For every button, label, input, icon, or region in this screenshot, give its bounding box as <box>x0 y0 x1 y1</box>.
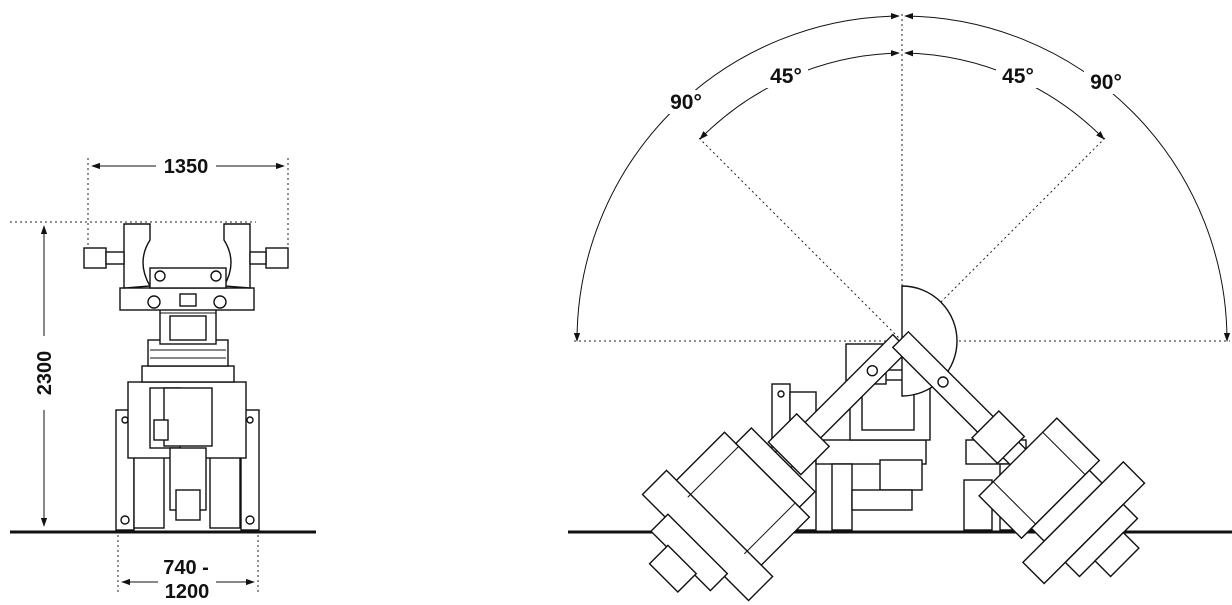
dim-label-width: 1350 <box>164 156 209 178</box>
dim-label-base-2: 1200 <box>165 581 210 603</box>
arc-90-right <box>904 12 1231 342</box>
dim-label-base-1: 740 - <box>163 557 209 579</box>
front-view: 1350 2300 740 - 1200 <box>10 156 316 603</box>
angle-label-right-90: 90° <box>1090 71 1122 94</box>
arc-90-left <box>573 12 900 342</box>
dim-label-height: 2300 <box>34 351 56 396</box>
side-view: 90° 45° 45° 90° <box>568 12 1232 602</box>
angle-label-right-45: 45° <box>1002 65 1034 88</box>
angle-label-left-45: 45° <box>770 65 802 88</box>
angle-label-left-90: 90° <box>670 91 702 114</box>
front-machine <box>83 223 289 531</box>
side-head-lower <box>891 330 1146 585</box>
